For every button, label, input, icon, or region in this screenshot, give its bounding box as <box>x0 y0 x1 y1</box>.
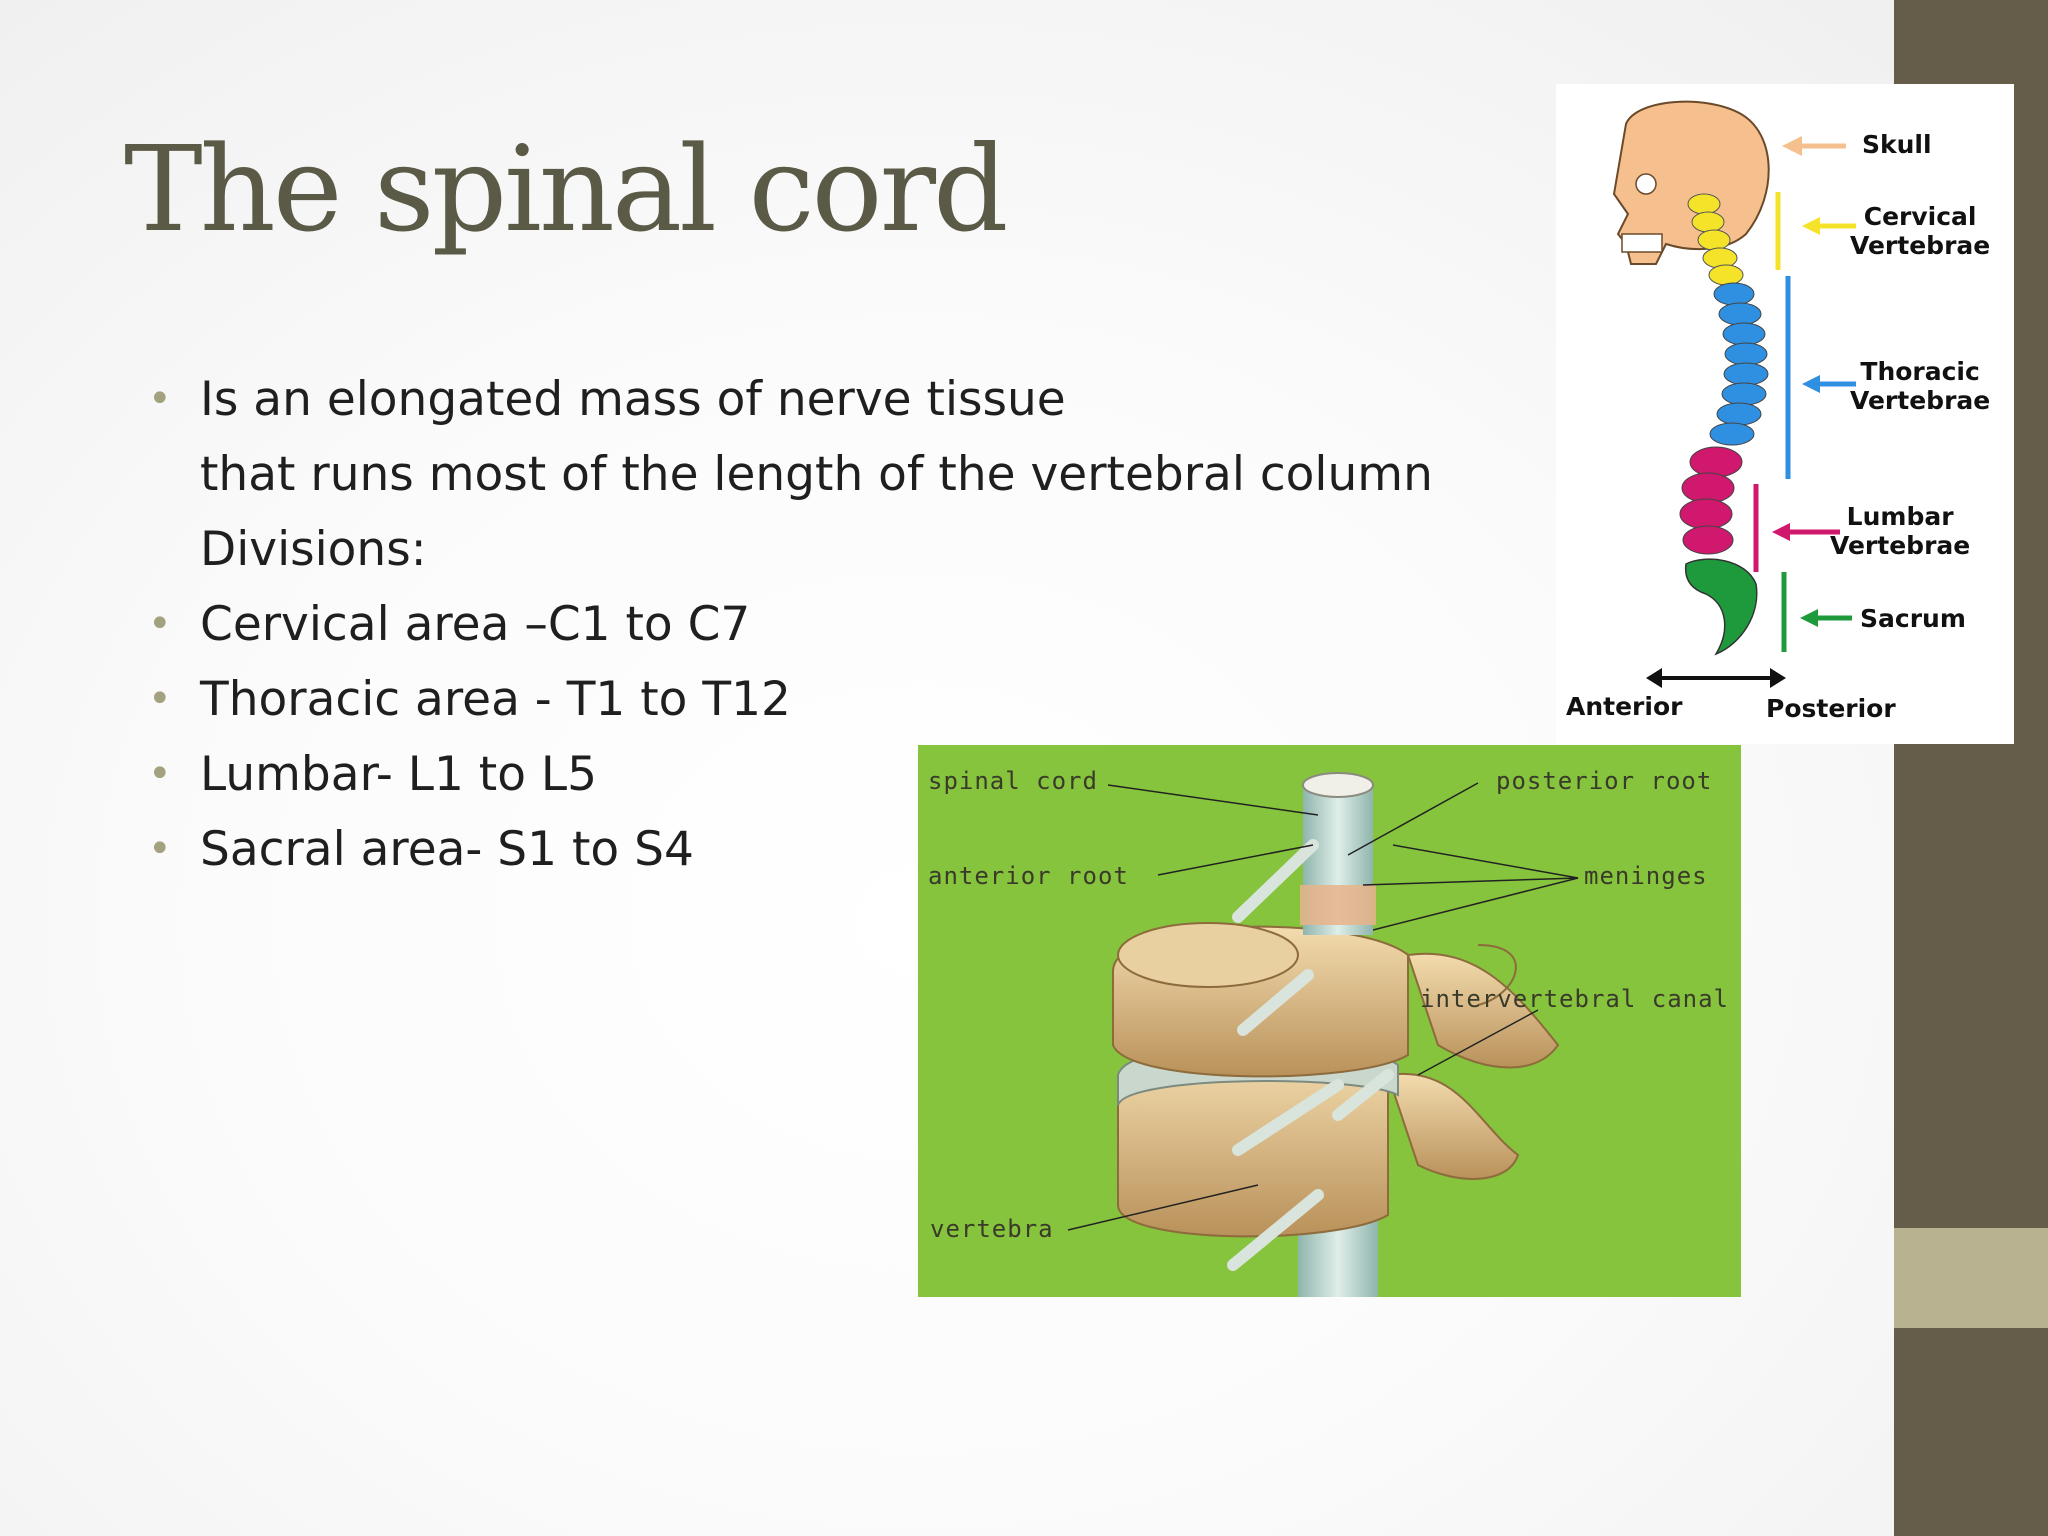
bullet-item: • Is an elongated mass of nerve tissue tha… <box>148 362 1433 587</box>
bullet-item: • Cervical area –C1 to C7 <box>148 587 1433 662</box>
label-line: Vertebrae <box>1850 386 1991 415</box>
bullet-list: • Is an elongated mass of nerve tissue tha… <box>148 362 1433 887</box>
bullet-text: Lumbar- L1 to L5 <box>200 747 598 802</box>
bullet-text: that runs most of the length of the vert… <box>200 447 1433 502</box>
label-anterior: Anterior <box>1566 692 1683 721</box>
cervical-segment <box>1687 193 1744 286</box>
bullet-dot-icon: • <box>148 751 172 797</box>
label-line: Vertebrae <box>1830 531 1971 560</box>
leader-lines <box>1067 782 1579 1231</box>
label-anterior-root: anterior root <box>928 862 1129 890</box>
bullet-dot-icon: • <box>148 376 172 422</box>
lumbar-segment <box>1679 446 1743 555</box>
nerve-roots <box>1227 839 1394 1271</box>
label-line: Vertebrae <box>1850 231 1991 260</box>
cord-top <box>1302 772 1374 798</box>
vertebra-diagram: spinal cord posterior root anterior root… <box>918 745 1741 1297</box>
label-skull: Skull <box>1862 130 1932 159</box>
skull-shape <box>1612 100 1770 265</box>
slide-title: The spinal cord <box>124 120 1009 258</box>
direction-axis-arrow <box>1646 668 1786 688</box>
label-posterior: Posterior <box>1766 694 1896 723</box>
label-spinal-cord: spinal cord <box>928 767 1098 795</box>
bullet-item: • Lumbar- L1 to L5 <box>148 737 1433 812</box>
bullet-item: • Thoracic area - T1 to T12 <box>148 662 1433 737</box>
label-meninges: meninges <box>1584 862 1708 890</box>
region-arrows <box>1772 136 1856 627</box>
spine-illustration <box>1612 100 1856 688</box>
label-sacrum: Sacrum <box>1860 604 1966 633</box>
bullet-text: Thoracic area - T1 to T12 <box>200 672 791 727</box>
bullet-dot-icon: • <box>148 676 172 722</box>
label-line: Cervical <box>1863 202 1977 231</box>
label-vertebra: vertebra <box>930 1215 1054 1243</box>
bullet-dot-icon: • <box>148 601 172 647</box>
label-line: Lumbar <box>1846 502 1954 531</box>
bullet-text: Cervical area –C1 to C7 <box>200 597 751 652</box>
bullet-text: Is an elongated mass of nerve tissue <box>200 372 1066 427</box>
label-intervertebral-canal: intervertebral canal <box>1420 985 1729 1013</box>
bullet-item: • Sacral area- S1 to S4 <box>148 812 1433 887</box>
bullet-text: Divisions: <box>200 522 427 577</box>
bullet-dot-icon: • <box>148 826 172 872</box>
label-posterior-root: posterior root <box>1496 767 1713 795</box>
label-line: Thoracic <box>1860 357 1980 386</box>
vertebra-illustration <box>1067 772 1579 1297</box>
bullet-text: Sacral area- S1 to S4 <box>200 822 694 877</box>
accent-side-band <box>1894 1228 2048 1328</box>
thoracic-segment <box>1709 282 1769 446</box>
sacrum-segment <box>1684 558 1758 656</box>
upper-vertebra <box>1112 922 1560 1078</box>
meninges-layer <box>1300 885 1376 925</box>
